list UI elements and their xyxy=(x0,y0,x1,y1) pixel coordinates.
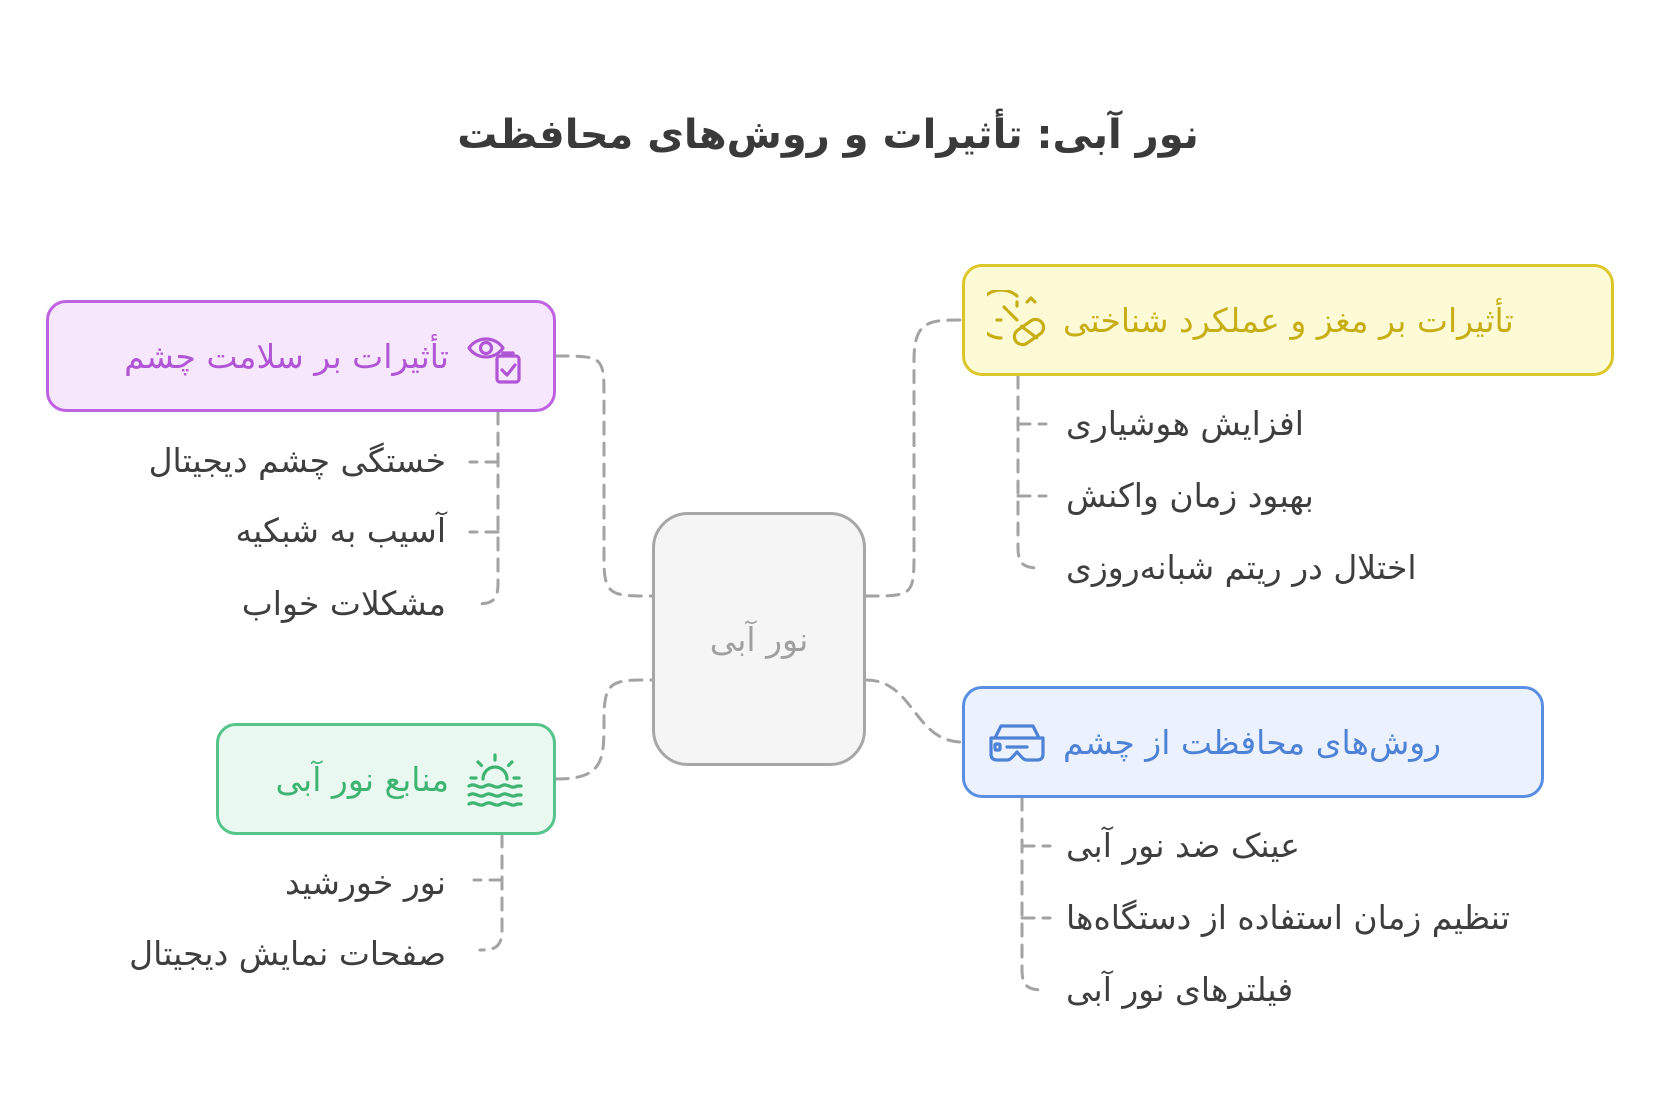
connector-sources-trunk xyxy=(478,833,504,952)
brain-item-increased-alertness: افزایش هوشیاری xyxy=(1066,404,1304,443)
category-sources-label: منابع نور آبی xyxy=(275,759,449,799)
diagram-title: نور آبی: تأثیرات و روش‌های محافظت xyxy=(457,112,1199,158)
protection-item-blue-light-glasses: عینک ضد نور آبی xyxy=(1066,826,1300,865)
glasses-icon xyxy=(987,712,1047,772)
connector-brain-trunk xyxy=(1016,374,1042,570)
category-brain-label: تأثیرات بر مغز و عملکرد شناختی xyxy=(1063,300,1514,340)
clock-pill-icon xyxy=(987,290,1047,350)
connector-center-sources xyxy=(554,678,654,781)
eye-clipboard-icon xyxy=(465,326,525,386)
brain-item-reaction-time: بهبود زمان واکنش xyxy=(1066,476,1314,515)
eye-health-item-retina-damage: آسیب به شبکیه xyxy=(235,511,446,550)
center-node: نور آبی xyxy=(652,512,866,766)
connector-center-protect xyxy=(864,678,964,744)
category-eye-health: تأثیرات بر سلامت چشم xyxy=(46,300,556,412)
sources-item-digital-screens: صفحات نمایش دیجیتال xyxy=(129,934,446,973)
category-sources: منابع نور آبی xyxy=(216,723,556,835)
connector-center-brain xyxy=(864,318,964,598)
brain-item-circadian-disruption: اختلال در ریتم شبانه‌روزی xyxy=(1066,548,1417,587)
protection-item-blue-light-filters: فیلترهای نور آبی xyxy=(1066,970,1294,1009)
protection-item-device-time-limits: تنظیم زمان استفاده از دستگاه‌ها xyxy=(1066,898,1510,937)
category-eye-health-label: تأثیرات بر سلامت چشم xyxy=(124,336,449,376)
sunrise-icon xyxy=(465,749,525,809)
connector-protect-trunk xyxy=(1020,796,1046,992)
center-node-label: نور آبی xyxy=(709,619,809,659)
connector-center-eye xyxy=(554,354,654,598)
category-protection-label: روش‌های محافظت از چشم xyxy=(1063,722,1442,762)
eye-health-item-sleep-problems: مشکلات خواب xyxy=(241,584,446,623)
eye-health-item-digital-eye-strain: خستگی چشم دیجیتال xyxy=(148,441,446,480)
category-protection: روش‌های محافظت از چشم xyxy=(962,686,1544,798)
sources-item-sunlight: نور خورشید xyxy=(285,863,446,902)
connector-eye-trunk xyxy=(474,410,500,606)
category-brain: تأثیرات بر مغز و عملکرد شناختی xyxy=(962,264,1614,376)
